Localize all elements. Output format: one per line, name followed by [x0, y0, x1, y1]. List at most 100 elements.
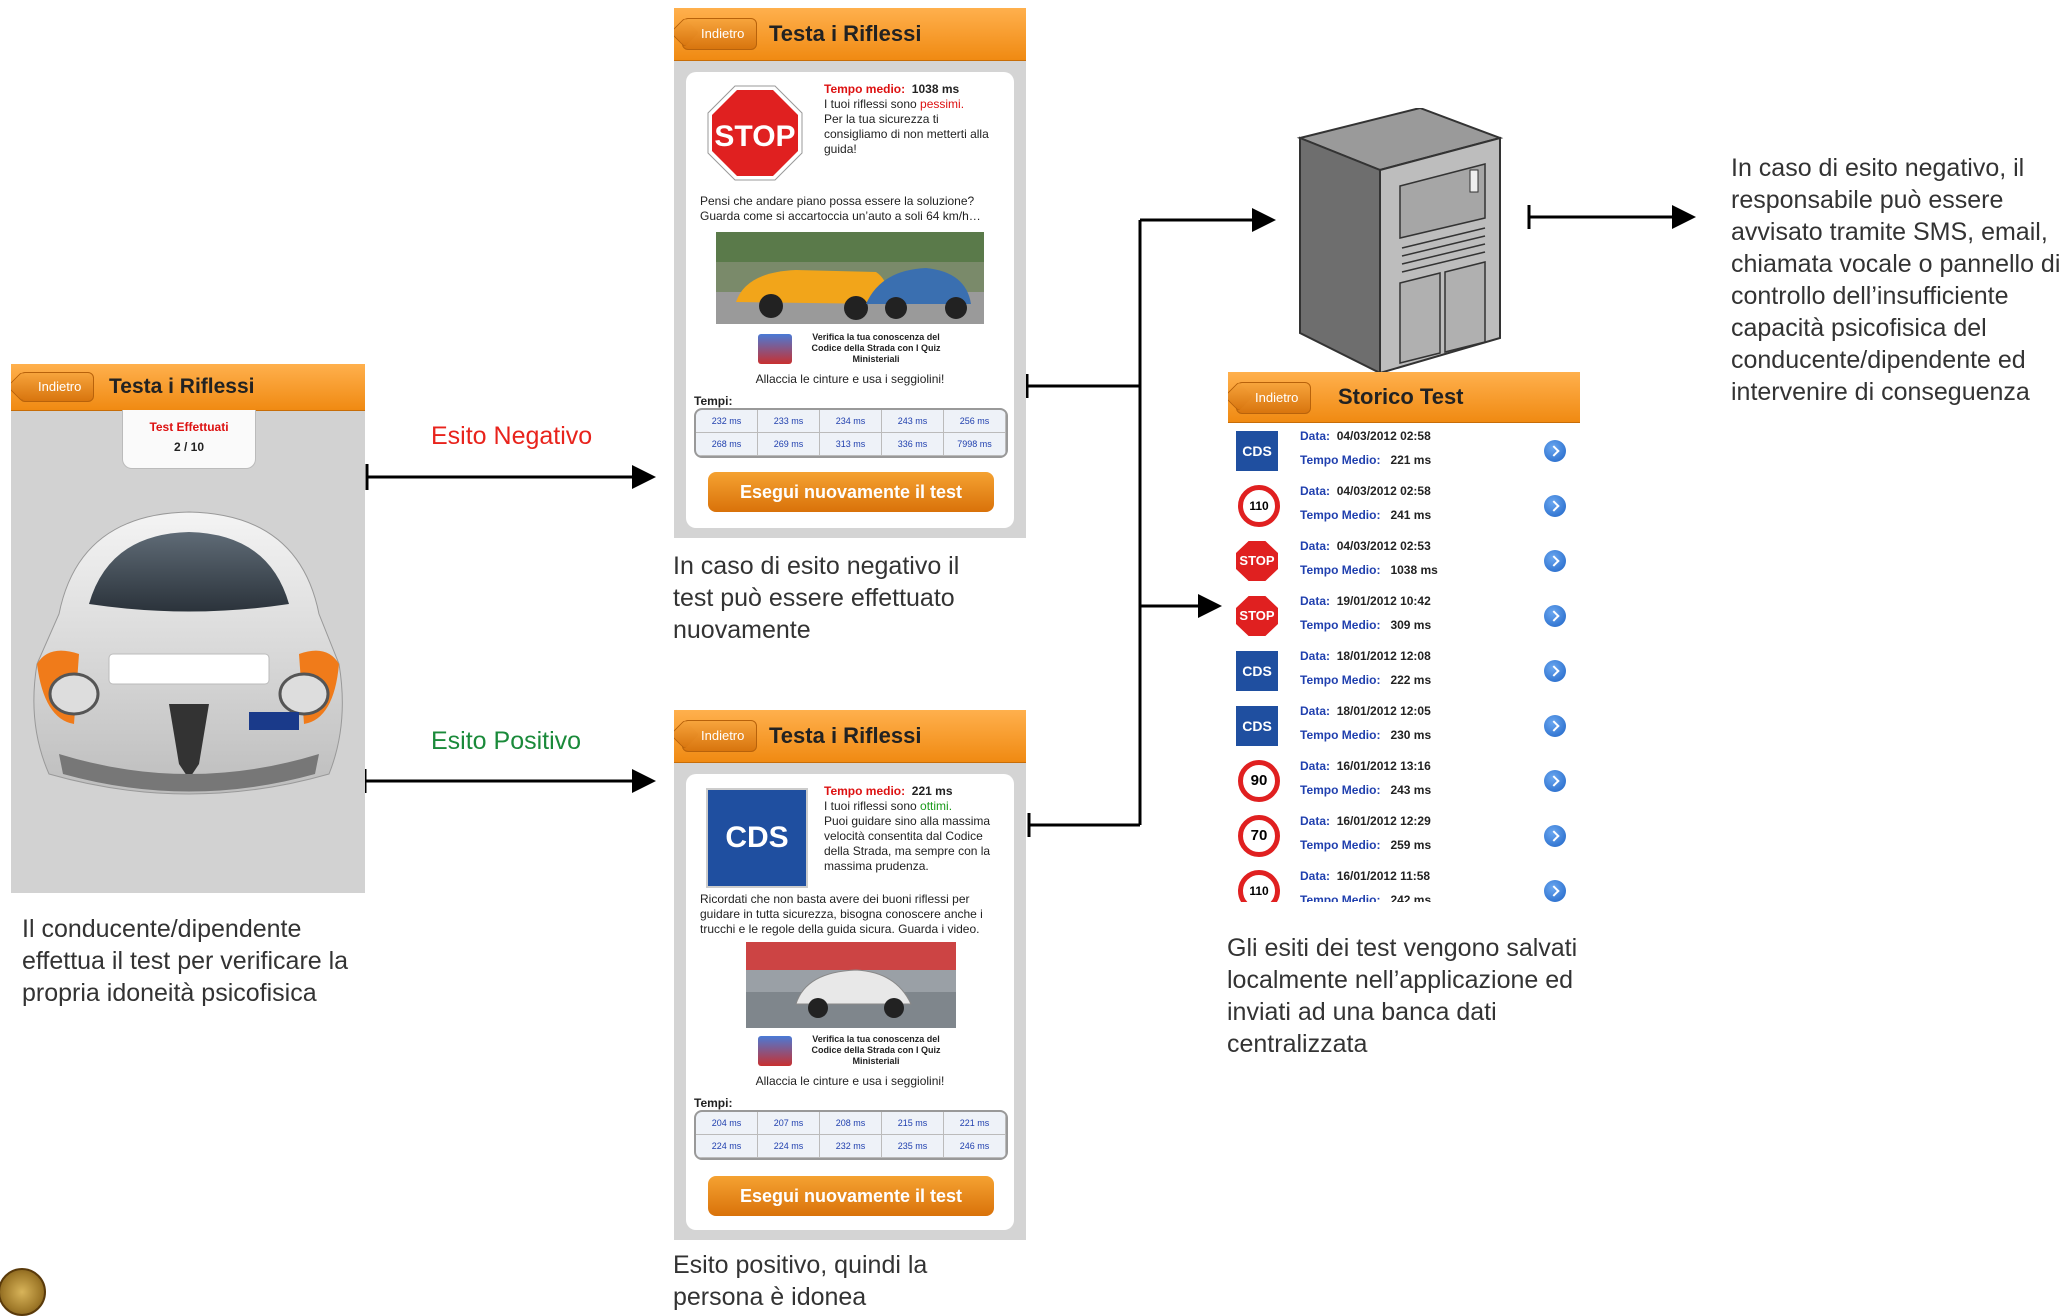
result-card: STOP Tempo medio: 1038 ms I tuoi rifless…	[686, 72, 1014, 528]
quiz-app-icon[interactable]	[758, 1036, 792, 1066]
positive-caption: Esito positivo, quindi la persona è idon…	[673, 1251, 928, 1311]
speed-limit-110-icon: 110	[1238, 870, 1280, 902]
nav-bar: Indietro Storico Test	[1228, 372, 1580, 423]
driving-video-thumbnail[interactable]	[746, 942, 956, 1028]
time-cell: 215 ms	[882, 1112, 944, 1135]
row-date: Data: 18/01/2012 12:05	[1300, 704, 1431, 718]
arrow-to-positive	[363, 769, 656, 793]
back-button[interactable]: Indietro	[19, 372, 95, 402]
chevron-right-icon[interactable]	[1544, 770, 1566, 792]
chevron-right-icon[interactable]	[1544, 605, 1566, 627]
history-row[interactable]: STOP Data: 19/01/2012 10:42 Tempo Medio:…	[1228, 588, 1580, 644]
time-cell: 313 ms	[820, 433, 882, 456]
cds-icon: CDS	[1236, 651, 1278, 691]
speed-limit-90-icon: 90	[1238, 760, 1280, 802]
history-row[interactable]: CDS Data: 18/01/2012 12:05 Tempo Medio: …	[1228, 698, 1580, 754]
nav-bar: Indietro Testa i Riflessi	[674, 710, 1026, 763]
time-cell: 233 ms	[758, 410, 820, 433]
start-test-screen: Indietro Testa i Riflessi Test Effettuat…	[11, 364, 365, 893]
badge-value: 2 / 10	[173, 440, 205, 454]
cds-icon: CDS	[1236, 431, 1278, 471]
history-row[interactable]: 110 Data: 16/01/2012 11:58 Tempo Medio: …	[1228, 863, 1580, 902]
screen-title: Storico Test	[1338, 384, 1464, 409]
advice-text: Puoi guidare sino alla massima velocità …	[824, 814, 991, 873]
history-row[interactable]: 90 Data: 16/01/2012 13:16 Tempo Medio: 2…	[1228, 753, 1580, 809]
back-button[interactable]: Indietro	[682, 720, 758, 752]
times-label: Tempi:	[694, 394, 733, 408]
time-cell: 336 ms	[882, 433, 944, 456]
speed-limit-70-icon: 70	[1238, 815, 1280, 857]
alert-caption: In caso di esito negativo, il responsabi…	[1731, 154, 2061, 406]
avg-value: 221 ms	[911, 784, 953, 798]
positive-outcome-label: Esito Positivo	[431, 727, 582, 755]
speed-limit-110-icon: 110	[1238, 485, 1280, 527]
time-cell: 221 ms	[944, 1112, 1006, 1135]
badge-title: Test Effettuati	[149, 420, 229, 434]
back-button[interactable]: Indietro	[682, 18, 758, 50]
history-caption: Gli esiti dei test vengono salvati local…	[1227, 934, 1578, 1058]
reflex-word: ottimi.	[920, 799, 953, 813]
time-cell: 224 ms	[696, 1135, 758, 1158]
chevron-right-icon[interactable]	[1544, 660, 1566, 682]
advice-text: Per la tua sicurezza ti consigliamo di n…	[824, 112, 989, 156]
stop-sign-icon: STOP	[1236, 596, 1278, 636]
history-row[interactable]: 110 Data: 04/03/2012 02:58 Tempo Medio: …	[1228, 478, 1580, 534]
history-screen: Indietro Storico Test CDS Data: 04/03/20…	[1228, 372, 1580, 902]
server-icon	[1296, 108, 1504, 375]
quiz-text[interactable]: Verifica la tua conoscenza del Codice de…	[811, 332, 941, 364]
row-avg: Tempo Medio: 221 ms	[1300, 453, 1432, 467]
cds-icon: CDS	[1236, 706, 1278, 746]
chevron-right-icon[interactable]	[1544, 825, 1566, 847]
redo-test-button[interactable]: Esegui nuovamente il test	[708, 1176, 994, 1216]
row-date: Data: 18/01/2012 12:08	[1300, 649, 1431, 663]
time-cell: 204 ms	[696, 1112, 758, 1135]
reflex-text: I tuoi riflessi sono	[824, 97, 921, 111]
quiz-app-icon[interactable]	[758, 334, 792, 364]
history-row[interactable]: CDS Data: 04/03/2012 02:58 Tempo Medio: …	[1228, 423, 1580, 479]
history-row[interactable]: 70 Data: 16/01/2012 12:29 Tempo Medio: 2…	[1228, 808, 1580, 864]
chevron-right-icon[interactable]	[1544, 880, 1566, 902]
time-cell: 235 ms	[882, 1135, 944, 1158]
redo-test-button[interactable]: Esegui nuovamente il test	[708, 472, 994, 512]
time-cell: 232 ms	[696, 410, 758, 433]
result-card: CDS Tempo medio: 221 ms I tuoi riflessi …	[686, 774, 1014, 1230]
stop-sign-text: STOP	[714, 120, 795, 153]
chevron-right-icon[interactable]	[1544, 495, 1566, 517]
time-cell: 243 ms	[882, 410, 944, 433]
history-row[interactable]: CDS Data: 18/01/2012 12:08 Tempo Medio: …	[1228, 643, 1580, 699]
driver-caption: Il conducente/dipendente effettua il tes…	[22, 915, 349, 1007]
arrow-to-alert	[1527, 205, 1696, 229]
screen-title: Testa i Riflessi	[769, 723, 922, 748]
quiz-text[interactable]: Verifica la tua conoscenza del Codice de…	[811, 1034, 941, 1066]
chevron-right-icon[interactable]	[1544, 715, 1566, 737]
chevron-right-icon[interactable]	[1544, 550, 1566, 572]
time-cell: 208 ms	[820, 1112, 882, 1135]
chevron-right-icon[interactable]	[1544, 440, 1566, 462]
times-grid: 204 ms 207 ms 208 ms 215 ms 221 ms 224 m…	[694, 1110, 1008, 1160]
time-cell: 268 ms	[696, 433, 758, 456]
row-date: Data: 16/01/2012 12:29	[1300, 814, 1431, 828]
screen-title: Testa i Riflessi	[109, 375, 255, 398]
row-date: Data: 04/03/2012 02:53	[1300, 539, 1431, 553]
row-date: Data: 04/03/2012 02:58	[1300, 429, 1431, 443]
arrow-to-negative	[365, 464, 656, 490]
row-avg: Tempo Medio: 222 ms	[1300, 673, 1432, 687]
back-button[interactable]: Indietro	[1236, 382, 1312, 414]
row-date: Data: 04/03/2012 02:58	[1300, 484, 1431, 498]
row-avg: Tempo Medio: 309 ms	[1300, 618, 1432, 632]
stop-sign-icon: STOP	[707, 85, 803, 181]
negative-caption: In caso di esito negativo il test può es…	[673, 552, 960, 644]
row-avg: Tempo Medio: 230 ms	[1300, 728, 1432, 742]
times-label: Tempi:	[694, 1096, 733, 1110]
result-text: Tempo medio: 221 ms I tuoi riflessi sono…	[824, 784, 1004, 874]
row-avg: Tempo Medio: 259 ms	[1300, 838, 1432, 852]
reflex-word: pessimi.	[920, 97, 965, 111]
time-cell: 269 ms	[758, 433, 820, 456]
row-date: Data: 16/01/2012 13:16	[1300, 759, 1431, 773]
negative-result-screen: Indietro Testa i Riflessi STOP Tempo med…	[674, 8, 1026, 538]
crash-video-thumbnail[interactable]	[716, 232, 984, 324]
history-row[interactable]: STOP Data: 04/03/2012 02:53 Tempo Medio:…	[1228, 533, 1580, 589]
positive-result-screen: Indietro Testa i Riflessi CDS Tempo medi…	[674, 710, 1026, 1240]
belt-text: Allaccia le cinture e usa i seggiolini!	[755, 372, 945, 386]
history-list: CDS Data: 04/03/2012 02:58 Tempo Medio: …	[1228, 423, 1580, 902]
